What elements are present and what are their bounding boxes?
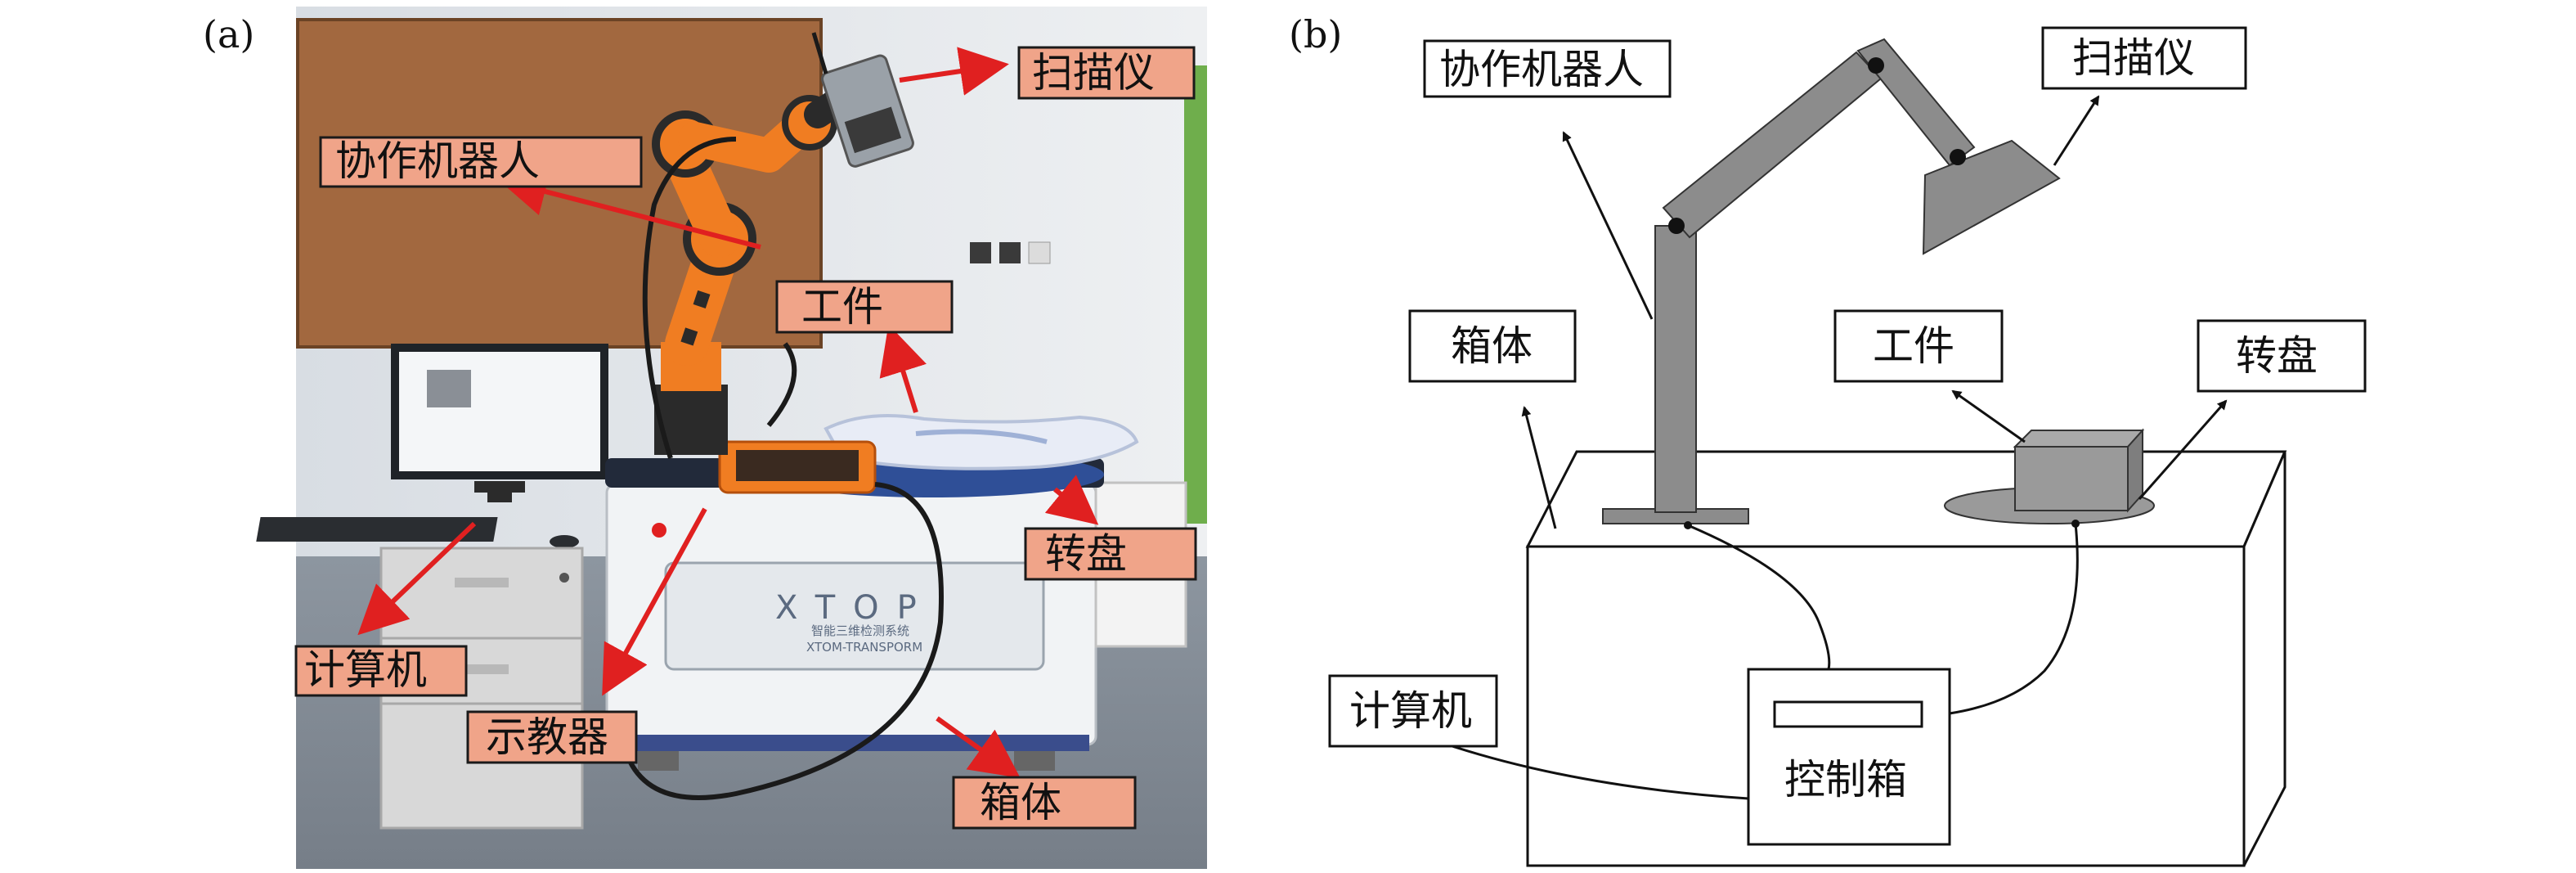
monitor-screen <box>399 352 600 471</box>
label-teach-pendant: 示教器 <box>466 710 638 764</box>
screen-image <box>427 370 471 407</box>
robot-joint <box>1950 149 1966 165</box>
photo-workpiece <box>824 414 1139 470</box>
robot-joint <box>1668 218 1685 234</box>
workpiece-top <box>2013 430 2145 448</box>
arrow-cobot <box>497 167 761 250</box>
label-computer: 计算机 <box>294 645 468 697</box>
label-cobot-text: 协作机器人 <box>335 137 540 185</box>
control-box-label: 控制箱 <box>1784 756 1907 803</box>
green-wall-accent <box>1184 65 1207 524</box>
panel-a-label: (a) <box>203 12 254 56</box>
workpiece-front <box>2014 446 2129 511</box>
sch-label-workpiece: 工件 <box>1833 309 2026 443</box>
indicator-light <box>652 523 666 538</box>
sch-label-computer: 计算机 <box>1328 674 1498 748</box>
schematic-scanner <box>1922 139 2061 255</box>
machine-subtitle: 智能三维检测系统 <box>811 623 909 638</box>
schematic-panel: 控制箱 协作机器人 扫描仪 箱体 <box>1328 26 2367 867</box>
robot-column <box>1654 225 1697 513</box>
photo-panel: XTOP 智能三维检测系统 XTOM-TRANSPORM <box>256 7 1207 869</box>
sch-label-turntable: 转盘 <box>2138 319 2367 500</box>
label-cobot: 协作机器人 <box>319 136 643 188</box>
label-scanner: 扫描仪 <box>1017 46 1196 100</box>
label-workpiece: 工件 <box>775 280 954 334</box>
mouse <box>550 535 579 548</box>
arrow-computer <box>357 521 477 636</box>
panel-b-label: (b) <box>1289 12 1342 56</box>
robot-joint <box>1868 57 1884 74</box>
sch-label-scanner-text: 扫描仪 <box>2072 34 2195 82</box>
pendant-cable <box>627 482 944 800</box>
label-cabinet: 箱体 <box>952 776 1137 830</box>
arrow-workpiece <box>879 324 927 413</box>
sch-label-cabinet-text: 箱体 <box>1451 322 1533 370</box>
sch-label-cabinet: 箱体 <box>1408 309 1577 529</box>
label-turntable: 转盘 <box>1024 527 1197 581</box>
cabinet-top-face <box>1525 450 2287 548</box>
label-teach-pendant-text: 示教器 <box>486 713 608 761</box>
label-workpiece-text: 工件 <box>801 283 883 331</box>
cable-robot <box>1687 524 1831 670</box>
robot-upper-arm <box>1662 51 1883 239</box>
wall-switch <box>970 242 991 263</box>
arrow-teach-pendant <box>602 507 707 696</box>
photo-labels: 扫描仪 协作机器人 工件 转盘 计算机 示教器 <box>294 46 1197 830</box>
keyboard <box>256 517 498 542</box>
label-turntable-text: 转盘 <box>1045 530 1127 578</box>
label-computer-text: 计算机 <box>304 646 427 694</box>
arrow-turntable <box>1044 475 1099 525</box>
control-box-display <box>1773 700 1923 728</box>
photo-scanner <box>811 32 914 168</box>
wall-switch <box>1028 241 1051 264</box>
arrow-cabinet <box>936 716 1021 778</box>
wall-switch <box>999 242 1021 263</box>
sch-label-cobot: 协作机器人 <box>1423 39 1672 320</box>
cabinet-side-face <box>2242 451 2287 866</box>
sch-label-scanner: 扫描仪 <box>2041 26 2247 166</box>
sch-label-computer-text: 计算机 <box>1349 687 1472 735</box>
machine-model: XTOM-TRANSPORM <box>806 640 922 655</box>
machine-brand: XTOP <box>775 589 935 627</box>
photo-arrows <box>357 47 1099 778</box>
schematic-labels: 协作机器人 扫描仪 箱体 工件 转盘 <box>1328 26 2367 748</box>
cable-turntable <box>1949 523 2079 715</box>
robot-forearm <box>1856 38 1976 167</box>
machine-front-panel <box>664 561 1045 671</box>
label-cabinet-text: 箱体 <box>980 779 1061 826</box>
monitor-stand <box>474 481 525 493</box>
control-box <box>1747 668 1951 846</box>
label-scanner-text: 扫描仪 <box>1032 49 1155 97</box>
sch-label-cobot-text: 协作机器人 <box>1439 46 1644 93</box>
sch-label-turntable-text: 转盘 <box>2236 332 2318 380</box>
sch-label-workpiece-text: 工件 <box>1873 322 1954 370</box>
photo-robot-arm <box>642 84 856 459</box>
monitor-stand <box>487 491 512 502</box>
arrow-scanner <box>899 47 1009 96</box>
